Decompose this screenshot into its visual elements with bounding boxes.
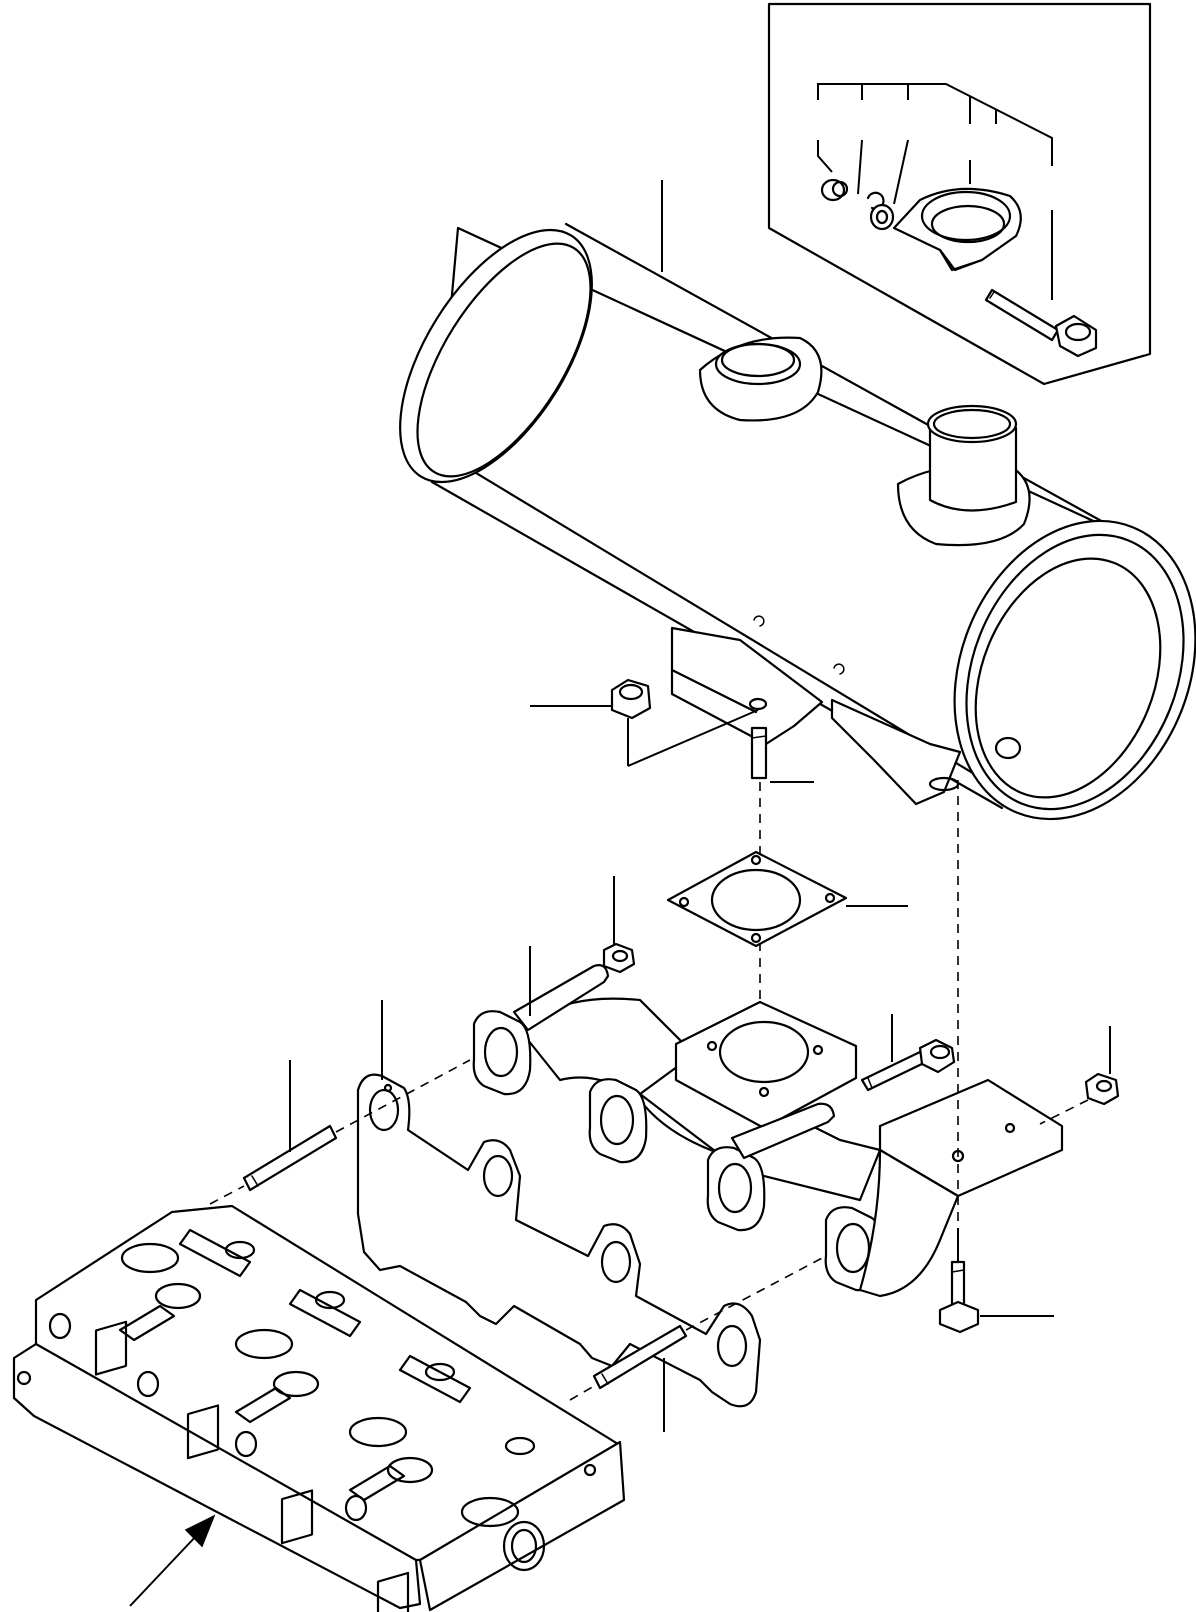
inset-detail-box [767,2,1152,386]
inset-nut-icon [820,178,849,202]
manifold-port-2 [588,1078,648,1164]
muffler-inlet-pipe [698,336,823,422]
inset-bolt-icon [984,288,1098,358]
exhaust-manifold [472,946,1064,1298]
cylinder-head [12,1204,626,1612]
flange-nut-upper [530,678,759,767]
cylinder-head-valve-details [16,1228,597,1528]
direction-arrow-icon [129,1514,216,1607]
stud-lower [569,1255,827,1401]
stud-upper-left [209,1059,471,1205]
inset-flat-washer-icon [869,203,895,231]
square-gasket [666,850,908,948]
muffler-outlet-pipe [896,404,1031,547]
muffler [399,222,1196,821]
flange-nut-right [1039,1026,1120,1125]
manifold-port-1 [472,1010,532,1096]
manifold-gasket [356,1000,762,1432]
inset-clamp-icon [892,187,1022,272]
manifold-bolt [860,1038,956,1092]
inset-leader-tree [817,83,1053,300]
manifold-port-3 [706,1146,766,1232]
muffler-flange [670,626,824,746]
flange-nut-manifold [602,876,636,974]
